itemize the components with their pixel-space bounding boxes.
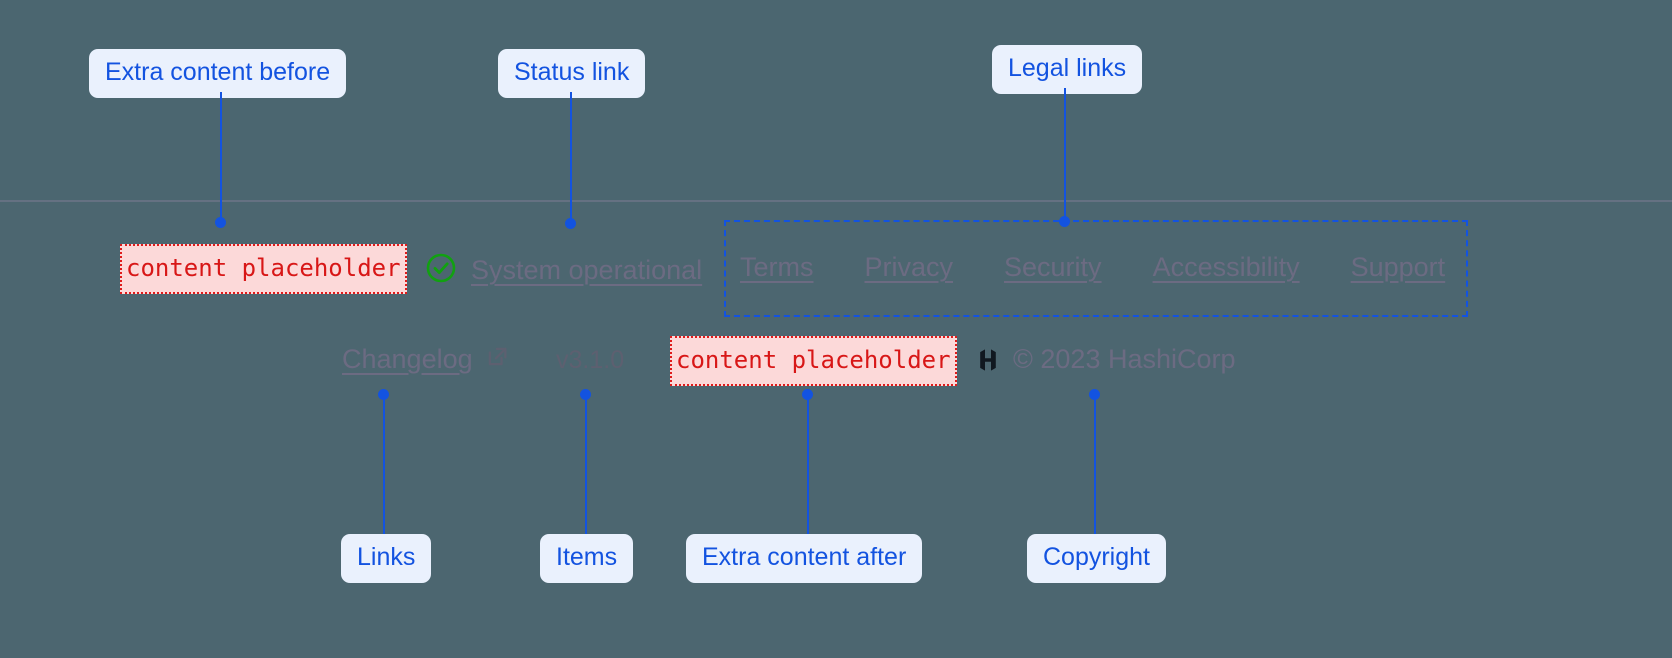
callout-links: Links bbox=[341, 534, 432, 583]
leader-line-extra-content-after bbox=[807, 394, 809, 534]
leader-line-extra-content-before bbox=[220, 92, 222, 222]
callout-copyright: Copyright bbox=[1027, 534, 1166, 583]
copyright-label: © 2023 HashiCorp bbox=[1013, 344, 1236, 374]
extra-content-after-slot: content placeholder bbox=[670, 336, 957, 386]
leader-line-items bbox=[585, 394, 587, 534]
leader-dot-status-link bbox=[565, 218, 576, 229]
extra-content-before-slot: content placeholder bbox=[120, 244, 407, 294]
check-circle-icon bbox=[425, 252, 457, 289]
external-link-icon bbox=[484, 343, 511, 375]
leader-dot-extra-content-before bbox=[215, 217, 226, 228]
changelog-link-label: Changelog bbox=[342, 343, 473, 374]
callout-items: Items bbox=[540, 534, 634, 583]
legal-links-list: Terms Privacy Security Accessibility Sup… bbox=[740, 252, 1445, 283]
callout-extra-content-before: Extra content before bbox=[89, 49, 347, 98]
status-link-label: System operational bbox=[471, 255, 703, 285]
legal-link-accessibility[interactable]: Accessibility bbox=[1152, 252, 1300, 282]
legal-link-support[interactable]: Support bbox=[1350, 252, 1446, 282]
hashicorp-logo bbox=[972, 344, 1004, 381]
legal-link-privacy[interactable]: Privacy bbox=[864, 252, 954, 282]
legal-links-highlight-box bbox=[724, 220, 1468, 317]
status-link[interactable]: System operational bbox=[425, 252, 702, 289]
version-label: v3.1.0 bbox=[556, 346, 625, 374]
leader-line-status-link bbox=[570, 92, 572, 222]
legal-link-terms[interactable]: Terms bbox=[740, 252, 814, 282]
callout-legal-links: Legal links bbox=[992, 45, 1143, 94]
changelog-link[interactable]: Changelog bbox=[342, 343, 511, 375]
callout-status-link: Status link bbox=[498, 49, 646, 98]
page-upper-band bbox=[0, 0, 1672, 200]
leader-line-copyright bbox=[1094, 394, 1096, 534]
leader-line-links bbox=[383, 394, 385, 534]
footer-top-divider bbox=[0, 200, 1672, 202]
callout-extra-content-after: Extra content after bbox=[686, 534, 923, 583]
legal-link-security[interactable]: Security bbox=[1004, 252, 1102, 282]
leader-line-legal-links bbox=[1064, 88, 1066, 221]
content-placeholder-after: content placeholder bbox=[670, 336, 957, 386]
content-placeholder-before: content placeholder bbox=[120, 244, 407, 294]
